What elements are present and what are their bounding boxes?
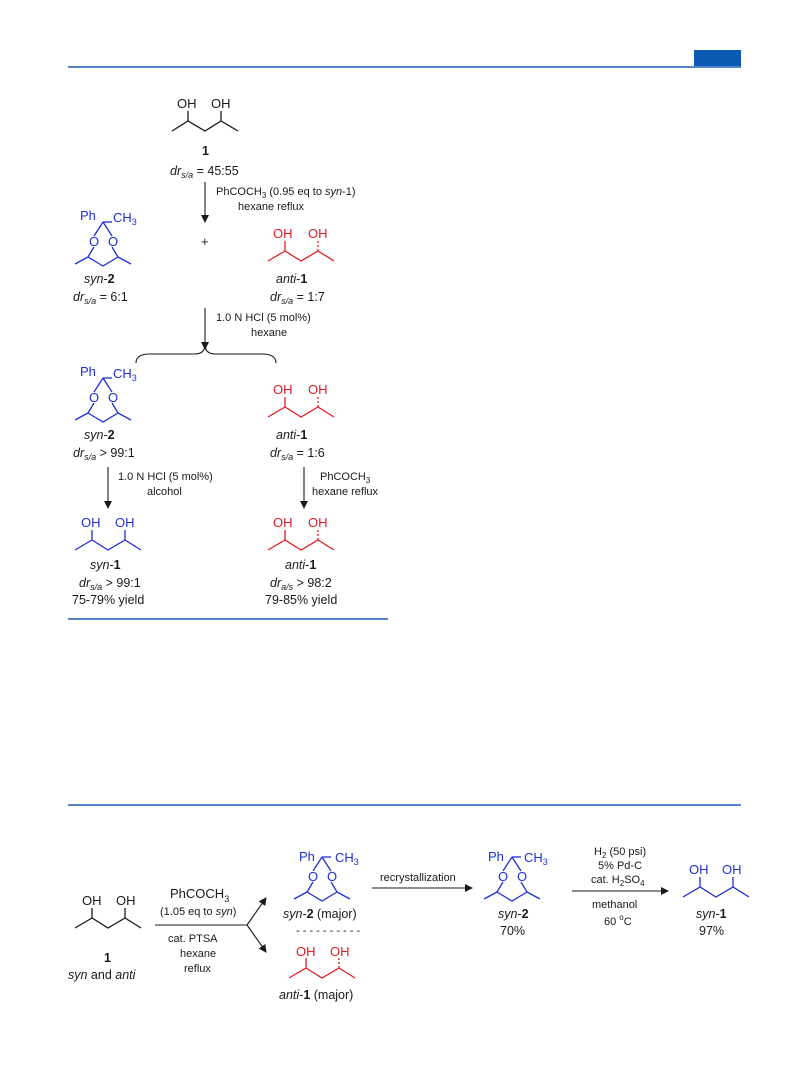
oxygen-label: O <box>108 234 118 249</box>
step1-reagent: PhCOCH3 (0.95 eq to syn-1) <box>216 186 356 200</box>
dr-syn-1: drs/a > 99:1 <box>79 576 141 592</box>
start-diol: OH OH <box>171 96 239 132</box>
step3-reagent: 1.0 N HCl (5 mol%) <box>118 471 213 483</box>
recrystallization-label: recrystallization <box>380 872 456 884</box>
oxygen-label: O <box>89 234 99 249</box>
yield-syn-1: 97% <box>699 924 724 938</box>
syn-2-major-name: syn-2 (major) <box>283 907 357 921</box>
start-diol: OH OH <box>74 893 142 929</box>
start-isomers: syn and anti <box>68 968 137 982</box>
step1-solvent: hexane reflux <box>238 201 305 213</box>
cond-solvent: hexane <box>180 948 216 960</box>
oh-label: OH <box>273 382 293 397</box>
oh-label: OH <box>211 96 231 111</box>
compound-number: 1 <box>202 144 209 158</box>
step2-solvent: hexane <box>251 327 287 339</box>
oh-label: OH <box>81 515 101 530</box>
oh-label: OH <box>177 96 197 111</box>
phenyl-label: Ph <box>80 208 96 223</box>
syn-2-name: syn-2 <box>84 272 115 286</box>
syn-2-name: syn-2 <box>498 907 529 921</box>
oxygen-label: O <box>498 869 508 884</box>
reagent-ketone: PhCOCH3 <box>170 886 229 904</box>
dr-anti-1: drs/a = 1:7 <box>270 290 325 306</box>
methyl-label: CH3 <box>335 850 359 867</box>
cond-catalyst: cat. PTSA <box>168 933 218 945</box>
phenyl-label: Ph <box>80 364 96 379</box>
anti-1-major-name: anti-1 (major) <box>279 988 353 1002</box>
methyl-label: CH3 <box>524 850 548 867</box>
arrow-branch-down <box>246 924 267 953</box>
step2-reagent: 1.0 N HCl (5 mol%) <box>216 312 311 324</box>
oxygen-label: O <box>108 390 118 405</box>
step3-solvent: alcohol <box>147 486 182 498</box>
syn-2-name: syn-2 <box>84 428 115 442</box>
dr-anti-1: drs/a = 1:6 <box>270 446 325 462</box>
phenyl-label: Ph <box>488 849 504 864</box>
dr-syn-2: drs/a > 99:1 <box>73 446 135 462</box>
syn-2-dioxane: Ph CH3 O O <box>74 208 137 267</box>
syn-1-name: syn-1 <box>90 558 121 572</box>
header-tab <box>694 50 741 66</box>
cond-reflux: reflux <box>184 963 211 975</box>
methyl-label: CH3 <box>113 366 137 383</box>
anti-1-diol: OH OH <box>288 944 356 979</box>
oh-label: OH <box>115 515 135 530</box>
syn-1-diol: OH OH <box>74 515 142 551</box>
anti-1-diol: OH OH <box>267 515 335 551</box>
syn-1-name: syn-1 <box>696 907 727 921</box>
syn-1-diol: OH OH <box>682 862 750 898</box>
separator-dashes: - - - - - - - - - - <box>296 925 360 937</box>
hydro-acid: cat. H2SO4 <box>591 874 645 888</box>
oh-label: OH <box>116 893 136 908</box>
oh-label: OH <box>330 944 350 959</box>
oh-label: OH <box>689 862 709 877</box>
hydro-catalyst: 5% Pd-C <box>598 860 642 872</box>
oh-label: OH <box>273 226 293 241</box>
oxygen-label: O <box>517 869 527 884</box>
oh-label: OH <box>82 893 102 908</box>
arrow-branch-up <box>246 897 267 926</box>
anti-1-name: anti-1 <box>285 558 316 572</box>
hydro-temperature: 60 oC <box>604 913 632 928</box>
yield-syn-1: 75-79% yield <box>72 593 144 607</box>
oh-label: OH <box>722 862 742 877</box>
yield-syn-2: 70% <box>500 924 525 938</box>
syn-2-dioxane: Ph CH3 O O <box>483 849 548 902</box>
oxygen-label: O <box>308 869 318 884</box>
oh-label: OH <box>296 944 316 959</box>
yield-anti-1: 79-85% yield <box>265 593 337 607</box>
syn-2-dioxane: Ph CH3 O O <box>293 849 359 902</box>
syn-2-dioxane: Ph CH3 O O <box>74 364 137 423</box>
step4-reagent: PhCOCH3 <box>320 471 371 485</box>
oh-label: OH <box>308 515 328 530</box>
dr-start: drs/a = 45:55 <box>170 164 239 180</box>
brace <box>135 343 277 364</box>
step4-solvent: hexane reflux <box>312 486 379 498</box>
oxygen-label: O <box>327 869 337 884</box>
plus-sign: + <box>201 234 209 249</box>
oh-label: OH <box>273 515 293 530</box>
oh-label: OH <box>308 226 328 241</box>
oxygen-label: O <box>89 390 99 405</box>
anti-1-diol: OH OH <box>267 226 335 262</box>
hydro-solvent: methanol <box>592 899 637 911</box>
oh-label: OH <box>308 382 328 397</box>
dr-anti-1: dra/s > 98:2 <box>270 576 332 592</box>
hydro-h2: H2 (50 psi) <box>594 846 646 860</box>
anti-1-diol: OH OH <box>267 382 335 418</box>
dr-syn-2: drs/a = 6:1 <box>73 290 128 306</box>
phenyl-label: Ph <box>299 849 315 864</box>
compound-number: 1 <box>104 951 111 965</box>
anti-1-name: anti-1 <box>276 272 307 286</box>
anti-1-name: anti-1 <box>276 428 307 442</box>
reagent-equiv: (1.05 eq to syn) <box>160 906 236 918</box>
methyl-label: CH3 <box>113 210 137 227</box>
